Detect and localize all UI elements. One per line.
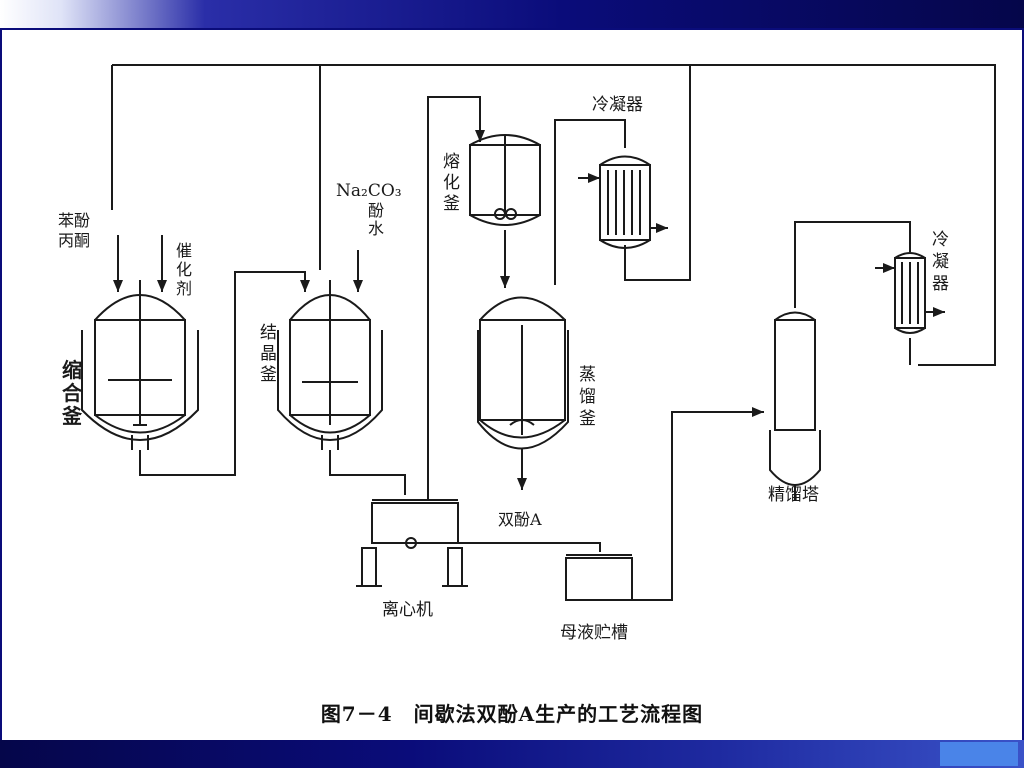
- feed-label: 苯酚丙酮: [58, 211, 90, 250]
- label-line: 水: [368, 219, 384, 238]
- distillation-column: [769, 311, 821, 500]
- label-line: 釜: [260, 365, 277, 385]
- label-line: 冷: [932, 230, 949, 250]
- label-line: 苯酚: [58, 211, 90, 230]
- slide-nav-box: [940, 742, 1018, 766]
- top-banner: [0, 0, 1024, 28]
- melting-kettle-label: 熔化釜: [443, 152, 460, 214]
- crystallizer: [277, 250, 383, 450]
- crystallizer-to-centrifuge: [329, 450, 406, 495]
- label-line: 剂: [176, 279, 192, 298]
- tank-to-column: [632, 411, 764, 601]
- process-flow-diagram: 苯酚丙酮 催化剂 缩合釜 Na₂CO₃ 酚水 结晶釜 熔化釜 冷凝器 蒸馏釜 双…: [58, 64, 996, 643]
- label-line: 蒸: [579, 365, 596, 385]
- condenser-1: [578, 155, 668, 249]
- label-line: 催: [176, 241, 192, 260]
- label-line: 合: [62, 381, 83, 405]
- condensation-kettle-label: 缩合釜: [61, 358, 83, 428]
- bottom-banner: [0, 740, 1024, 768]
- column-to-condenser2: [794, 221, 911, 308]
- label-line: 釜: [443, 194, 460, 214]
- label-line: 釜: [579, 409, 596, 429]
- label-line: 凝: [932, 252, 949, 272]
- distillation-kettle-label: 蒸馏釜: [579, 365, 596, 429]
- label-line: 化: [443, 173, 460, 193]
- flow-arrows: [113, 130, 945, 490]
- kettle1-to-crystallizer: [139, 271, 306, 476]
- condenser-1-label: 冷凝器: [592, 95, 643, 115]
- water-label: 酚水: [368, 201, 384, 238]
- label-line: 器: [932, 274, 949, 294]
- label-line: 丙酮: [58, 231, 90, 250]
- label-line: 釜: [61, 404, 83, 428]
- mother-tank-label: 母液贮槽: [560, 623, 628, 643]
- melting-kettle: [469, 134, 541, 226]
- condenser-2-label: 冷凝器: [932, 230, 949, 294]
- centrifuge-to-mother-tank: [416, 542, 601, 552]
- bpa-label: 双酚A: [498, 510, 542, 529]
- condenser1-return: [624, 65, 691, 281]
- crystallizer-label: 结晶釜: [260, 323, 277, 385]
- figure-caption: 图7－4 间歇法双酚A生产的工艺流程图: [320, 702, 704, 726]
- left-border: [0, 30, 2, 740]
- right-border: [1022, 30, 1024, 740]
- label-line: 结: [260, 323, 277, 343]
- mother-liquor-tank: [565, 554, 633, 601]
- label-line: 熔: [443, 152, 460, 172]
- label-line: 化: [176, 260, 192, 279]
- catalyst-label: 催化剂: [176, 241, 192, 298]
- label-line: 晶: [260, 344, 277, 364]
- centrifuge-label: 离心机: [382, 600, 433, 620]
- label-line: 酚: [368, 201, 384, 220]
- label-line: 缩: [62, 358, 82, 382]
- condensation-kettle: [81, 235, 199, 450]
- centrifuge-to-melting: [427, 96, 481, 500]
- na2co3-label: Na₂CO₃: [336, 181, 402, 201]
- label-line: 馏: [579, 387, 596, 407]
- column-label: 精馏塔: [768, 485, 819, 505]
- distill-to-condenser1: [554, 119, 626, 285]
- top-return-pipe: [112, 64, 996, 366]
- distillation-kettle: [477, 296, 569, 450]
- top-divider: [0, 28, 1024, 30]
